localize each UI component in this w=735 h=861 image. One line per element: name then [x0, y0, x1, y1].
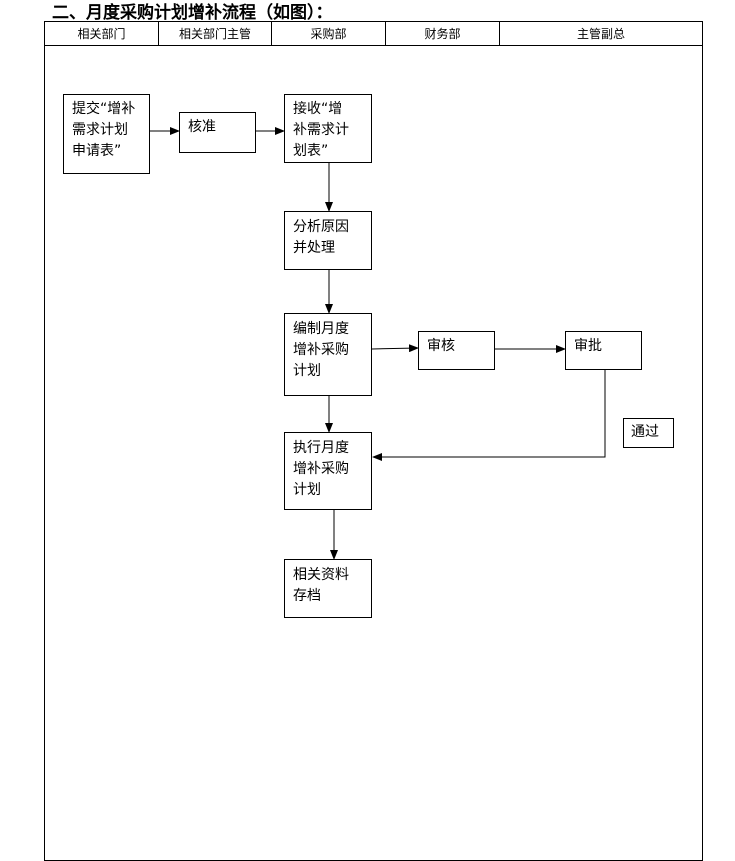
node-approve: 核准	[179, 112, 256, 153]
node-execute-plan: 执行月度 增补采购 计划	[284, 432, 372, 510]
page-title: 二、月度采购计划增补流程（如图）：	[52, 3, 333, 23]
node-submit-request: 提交“增补 需求计划 申请表”	[63, 94, 150, 174]
node-archive-documents: 相关资料 存档	[284, 559, 372, 618]
arrow-ratify-to-execute	[372, 370, 606, 461]
lane-header-dept-manager: 相关部门主管	[159, 22, 272, 45]
lane-header-vice-president: 主管副总	[576, 27, 625, 41]
arrow-compile-to-review	[371, 344, 419, 353]
node-receive-request: 接收“增 补需求计 划表”	[284, 94, 372, 163]
lane-header-finance: 财务部	[386, 22, 500, 45]
lane-header-related-dept: 相关部门	[45, 22, 159, 45]
node-ratify: 审批	[565, 331, 642, 370]
node-review: 审核	[418, 331, 495, 370]
lane-header-purchasing: 采购部	[272, 22, 386, 45]
node-analyze-causes: 分析原因 并处理	[284, 211, 372, 270]
swimlane-header: 相关部门 相关部门主管 采购部 财务部 主管副总	[44, 21, 703, 46]
node-pass-label: 通过	[623, 418, 674, 448]
node-compile-plan: 编制月度 增补采购 计划	[284, 313, 372, 396]
